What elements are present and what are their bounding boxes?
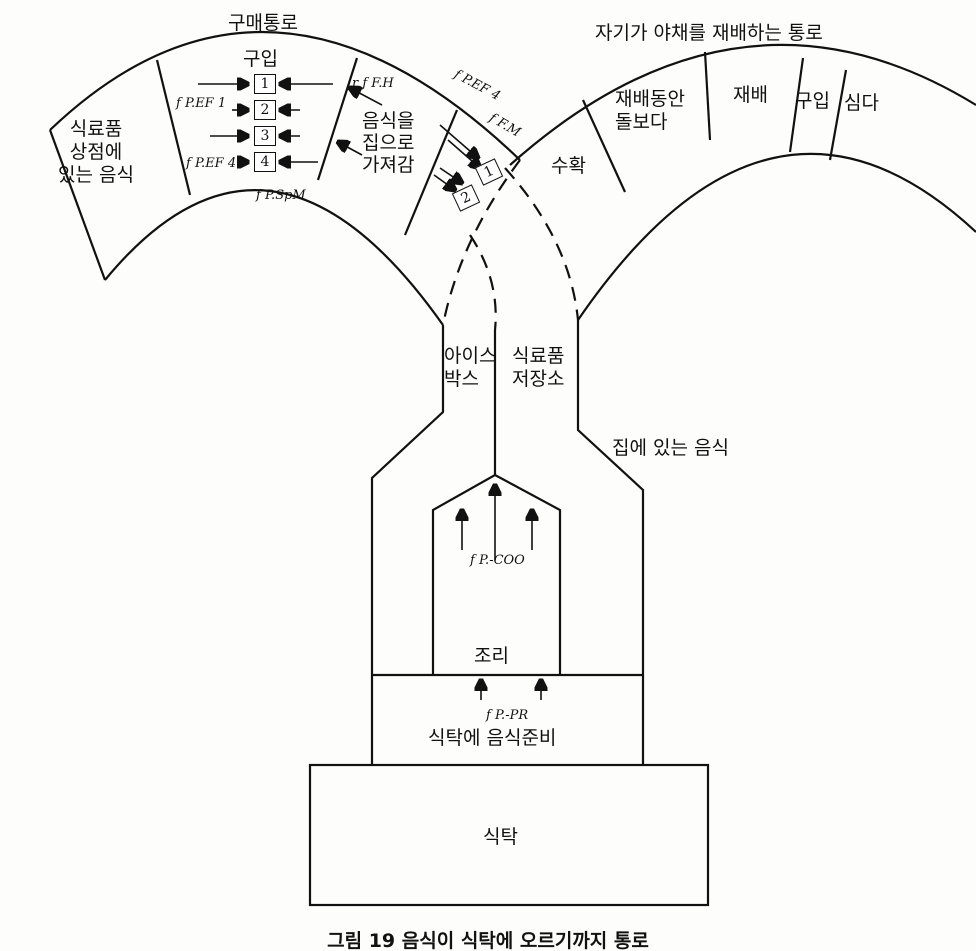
dining-table-label: 식탁	[483, 826, 518, 848]
step-box-1: 1	[254, 74, 276, 94]
segment-tend: 재배동안 돌보다	[615, 88, 685, 133]
step-box-2: 2	[254, 100, 276, 120]
f-coo-label: f P.-COO	[470, 553, 525, 568]
purchase-path-title: 구매통로	[228, 12, 298, 34]
cooking-label: 조리	[474, 645, 509, 667]
step-box-3: 3	[254, 126, 276, 146]
pantry-label: 식료품 저장소	[512, 345, 565, 390]
icebox-label: 아이스 박스	[444, 345, 497, 390]
purchase-label: 구입	[243, 48, 278, 70]
f-pef1-label: f P.EF 1	[176, 96, 227, 111]
right-ring-outer	[509, 43, 976, 166]
f-pspm-label: f P.SpM	[256, 188, 306, 203]
store-food-label: 식료품 상점에 있는 음식	[58, 118, 134, 186]
table-prep-label: 식탁에 음식준비	[428, 727, 557, 749]
left-ring-inner	[104, 189, 444, 326]
right-ring-inner	[577, 152, 976, 321]
left-ring-outer	[49, 30, 521, 161]
step-box-4: 4	[254, 152, 276, 172]
f-pr-label: f P.-PR	[486, 708, 529, 723]
figure-caption: 그림 19 음식이 식탁에 오르기까지 통로	[327, 930, 649, 951]
bring-home-label: 음식을 집으로 가져감	[362, 110, 415, 176]
segment-buy: 구입	[795, 90, 830, 112]
segment-plant: 심다	[844, 92, 879, 114]
segment-harvest: 수확	[551, 155, 586, 177]
f-pef4-label: f P.EF 4	[186, 156, 237, 171]
home-food-label: 집에 있는 음식	[612, 437, 729, 459]
segment-cultivate: 재배	[733, 84, 768, 106]
f-fh-label: r f F.H	[352, 76, 394, 91]
grow-path-title: 자기가 야채를 재배하는 통로	[595, 22, 823, 44]
